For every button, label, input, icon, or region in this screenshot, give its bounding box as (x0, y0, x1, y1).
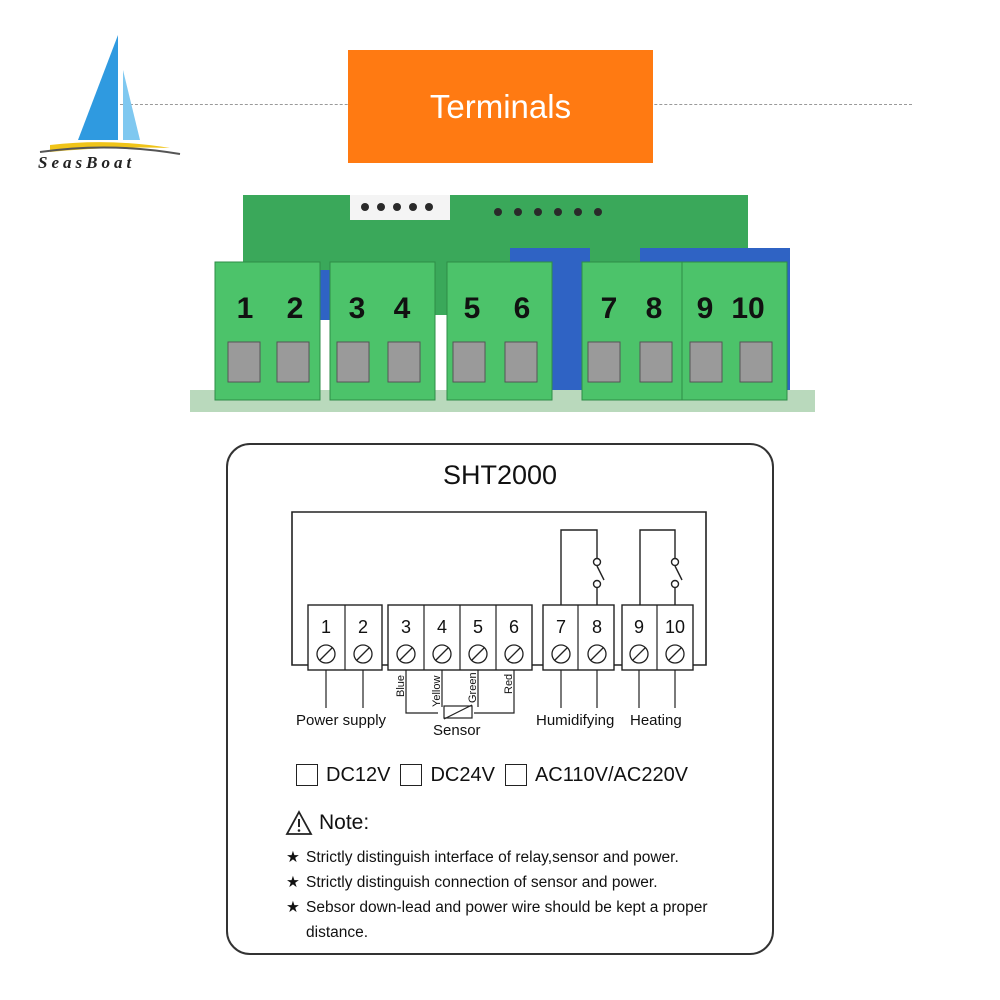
screw-icon (504, 644, 524, 664)
voltage-options: DC12V DC24V AC110V/AC220V (296, 760, 698, 790)
warning-icon (285, 810, 313, 835)
note-item: ★ Strictly distinguish connection of sen… (286, 870, 756, 895)
terminal-number: 3 (401, 617, 411, 637)
brand-name: SeasBoat (38, 153, 136, 172)
terminal-number: 6 (509, 617, 519, 637)
pcb-terminal-label: 8 (646, 292, 663, 325)
seasboat-logo (39, 35, 181, 155)
note-text: Sebsor down-lead and power wire should b… (306, 899, 708, 941)
voltage-option-label: DC12V (326, 763, 391, 786)
pcb-terminal-label: 1 (237, 292, 254, 325)
screw-icon (316, 644, 336, 664)
terminal-number: 5 (473, 617, 483, 637)
terminal-number: 2 (358, 617, 368, 637)
voltage-option-label: DC24V (430, 763, 495, 786)
wire-color-label: Red (503, 674, 515, 694)
checkbox[interactable] (400, 764, 423, 786)
screw-icon (551, 644, 571, 664)
terminal-number: 7 (556, 617, 566, 637)
star-icon: ★ (286, 849, 300, 866)
voltage-option-dc24v[interactable]: DC24V (400, 763, 495, 787)
pcb-terminal-label: 3 (349, 292, 366, 325)
humidifying-label: Humidifying (536, 712, 614, 729)
screw-icon (432, 644, 452, 664)
screw-icon (629, 644, 649, 664)
terminal-number: 8 (592, 617, 602, 637)
note-text: Strictly distinguish connection of senso… (306, 874, 658, 891)
heating-label: Heating (630, 712, 682, 729)
wire-color-label: Yellow (431, 676, 443, 707)
note-item: ★ Strictly distinguish interface of rela… (286, 845, 756, 870)
checkbox[interactable] (504, 764, 527, 786)
pcb-terminal-label: 4 (394, 292, 411, 325)
voltage-option-dc12v[interactable]: DC12V (296, 764, 390, 787)
terminal-number: 9 (634, 617, 644, 637)
screw-icon (353, 644, 373, 664)
pcb-terminal-label: 2 (287, 292, 304, 325)
wiring-diagram-panel (226, 443, 774, 955)
pcb-terminal-label: 5 (464, 292, 481, 325)
checkbox[interactable] (296, 764, 318, 786)
star-icon: ★ (286, 874, 300, 891)
pcb-terminal-label: 6 (514, 292, 531, 325)
wire-color-label: Blue (395, 675, 407, 697)
screw-icon (468, 644, 488, 664)
page-title: Terminals (348, 50, 653, 163)
star-icon: ★ (286, 899, 300, 916)
screw-icon (396, 644, 416, 664)
pcb-terminal-label: 9 (697, 292, 714, 325)
sensor-label: Sensor (433, 722, 481, 739)
pcb-terminal-photo: 1 2 3 4 5 6 7 8 9 10 (190, 195, 815, 412)
terminal-number: 10 (665, 617, 685, 637)
screw-icon (587, 644, 607, 664)
note-text: Strictly distinguish interface of relay,… (306, 849, 679, 866)
voltage-option-ac110-ac220[interactable]: AC110V/AC220V (504, 763, 689, 787)
note-heading: Note: (285, 810, 369, 836)
power-supply-label: Power supply (296, 712, 387, 729)
note-heading-text: Note: (319, 811, 370, 834)
pcb-terminal-label: 7 (601, 292, 618, 325)
note-list: ★ Strictly distinguish interface of rela… (286, 845, 756, 945)
model-title: SHT2000 (442, 460, 558, 490)
wire-color-label: Green (467, 672, 479, 703)
terminal-number: 1 (321, 617, 331, 637)
wiring-diagram: 1 2 3 4 5 6 7 8 9 10 Bl (291, 511, 707, 739)
voltage-option-label: AC110V/AC220V (534, 763, 689, 786)
note-item: ★ Sebsor down-lead and power wire should… (286, 895, 756, 945)
screw-icon (665, 644, 685, 664)
pcb-terminal-label: 10 (731, 292, 764, 325)
terminal-number: 4 (437, 617, 447, 637)
